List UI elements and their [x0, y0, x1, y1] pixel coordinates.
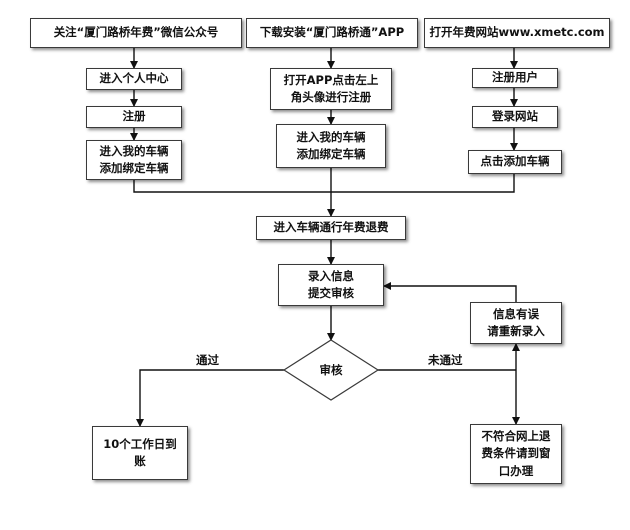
node-paid-out: 10个工作日到 账	[92, 426, 188, 480]
node-wechat-bind-vehicle: 进入我的车辆 添加绑定车辆	[86, 140, 182, 180]
node-wechat: 关注“厦门路桥年费”微信公众号	[30, 18, 242, 48]
node-app-register: 打开APP点击左上 角头像进行注册	[270, 68, 392, 110]
node-app-bind-vehicle: 进入我的车辆 添加绑定车辆	[276, 124, 386, 168]
edge-label-fail: 未通过	[428, 353, 463, 367]
node-website: 打开年费网站www.xmetc.com	[424, 18, 610, 48]
node-enter-info: 录入信息 提交审核	[278, 264, 384, 306]
line-col1-merge	[133, 180, 331, 193]
node-refund-entry: 进入车辆通行年费退费	[256, 216, 406, 240]
arrow-review-pass	[136, 369, 284, 427]
node-web-add-vehicle: 点击添加车辆	[468, 150, 562, 174]
edge-label-pass: 通过	[196, 353, 219, 367]
node-wechat-register: 注册	[86, 106, 182, 128]
line-col3-merge	[331, 174, 515, 193]
node-wechat-personal-center: 进入个人中心	[86, 68, 182, 90]
arrow-error-to-info	[383, 282, 517, 302]
node-web-register: 注册用户	[472, 68, 558, 88]
node-info-error: 信息有误 请重新录入	[470, 302, 562, 344]
node-not-eligible: 不符合网上退 费条件请到窗 口办理	[470, 424, 562, 484]
node-review: 审核	[319, 363, 343, 377]
node-web-login: 登录网站	[472, 106, 558, 128]
review-diamond	[282, 339, 380, 401]
node-app: 下载安装“厦门路桥通”APP	[246, 18, 418, 48]
